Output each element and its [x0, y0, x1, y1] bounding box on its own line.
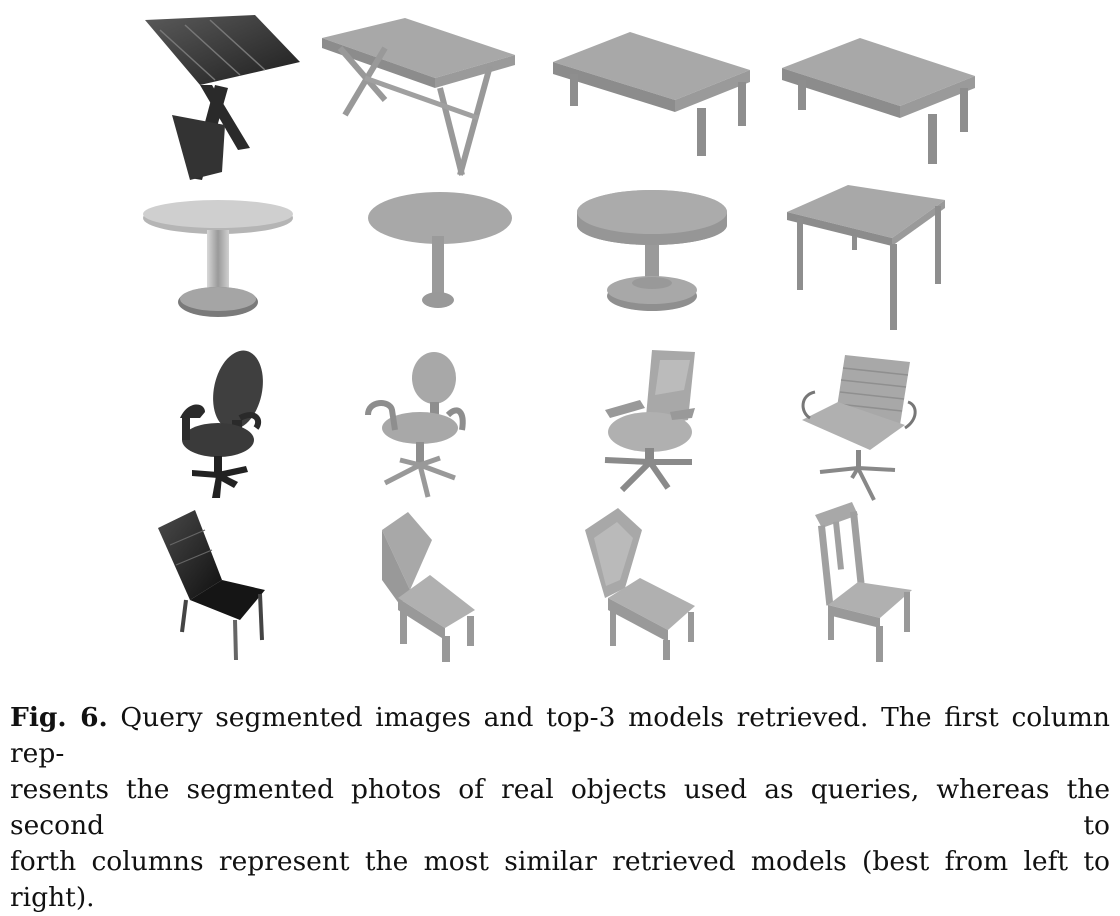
row-4-model-3-chair: [815, 502, 912, 662]
row-1-model-3-table: [782, 38, 975, 164]
row-4-model-2-chair: [585, 508, 695, 660]
caption-line-3: forth columns represent the most similar…: [10, 846, 1110, 913]
caption-line-1: Fig. 6. Query segmented images and top-3…: [10, 700, 1110, 772]
row-1-model-1-table: [322, 18, 515, 176]
row-3-model-3-chair: [801, 355, 917, 501]
figure-caption: Fig. 6. Query segmented images and top-3…: [10, 700, 1110, 916]
row-2-model-1-table: [368, 192, 512, 308]
row-2-model-2-table: [577, 190, 727, 311]
row-3-model-1-chair: [365, 352, 466, 498]
row-3-model-2-chair: [604, 350, 695, 493]
retrieval-results-figure: [143, 15, 975, 662]
caption-label: Fig. 6.: [10, 702, 108, 733]
caption-line-2: resents the segmented photos of real obj…: [10, 774, 1110, 841]
caption-text-1: Query segmented images and top-3 models …: [10, 702, 1110, 769]
row-4-model-1-chair: [382, 512, 475, 662]
row-4-query-photo-chair: [158, 510, 265, 661]
row-3-query-photo-chair: [180, 350, 263, 498]
row-2-query-photo-table: [143, 200, 293, 317]
row-2-model-3-table: [787, 185, 945, 330]
row-1-query-photo-table: [145, 15, 300, 180]
row-1-model-2-table: [553, 32, 750, 156]
